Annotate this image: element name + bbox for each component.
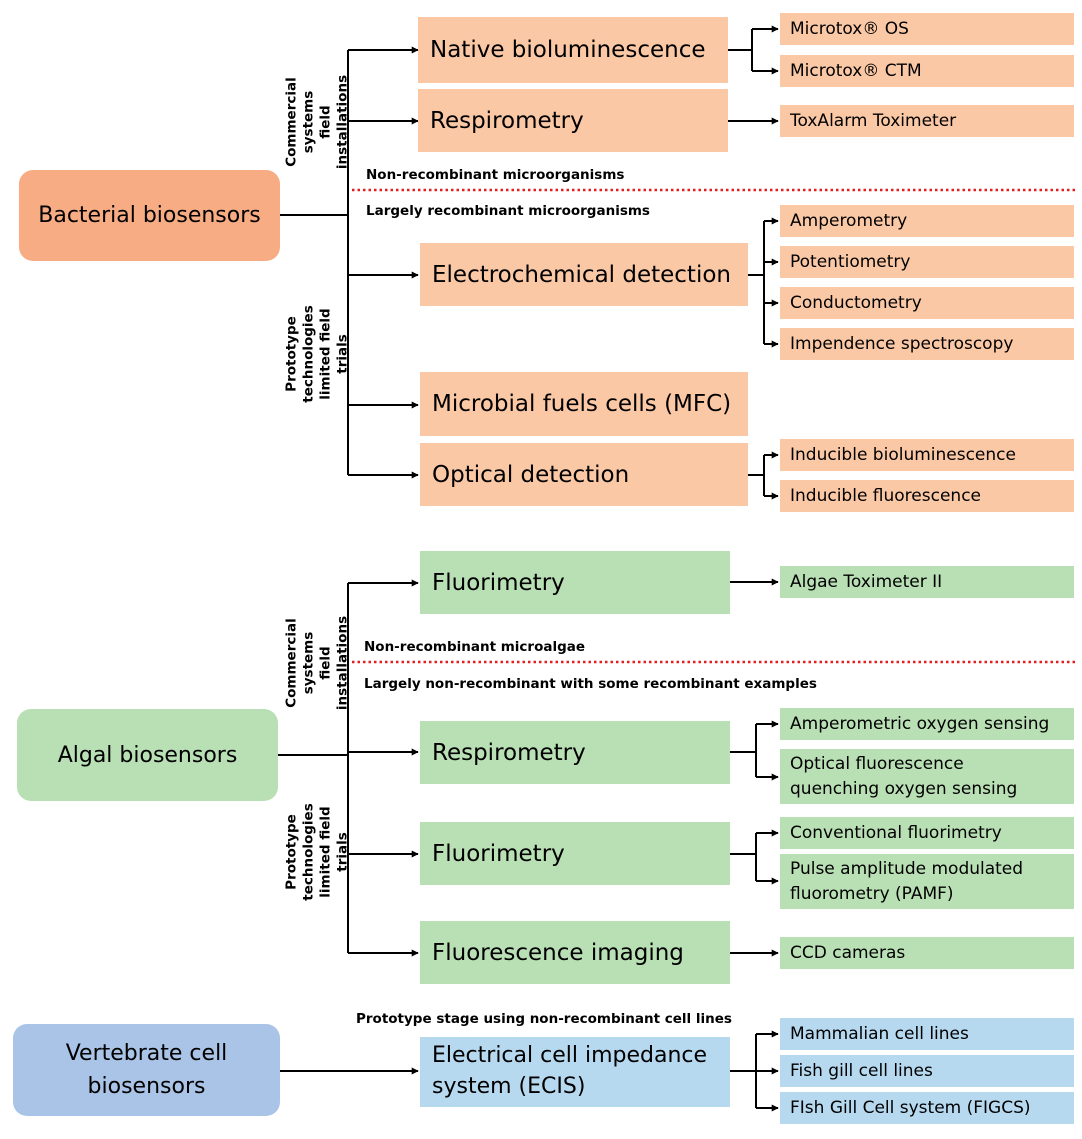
example-amperometry: Amperometry: [780, 205, 1074, 237]
example-microtox-os: Microtox® OS: [780, 13, 1074, 45]
algal-divider-above-note: Non-recombinant microalgae: [364, 639, 586, 655]
example-toxalarm-toximeter: ToxAlarm Toximeter: [780, 105, 1074, 137]
vertebrate-biosensors-label: Vertebrate cell biosensors: [65, 1041, 228, 1099]
example-ccd-cameras: CCD cameras: [780, 937, 1074, 969]
example-microtox-ctm: Microtox® CTM: [780, 55, 1074, 87]
bacterial-divider-above-note: Non-recombinant microorganisms: [366, 167, 625, 183]
algal-biosensors-label: Algal biosensors: [57, 742, 238, 768]
method-algal-respirometry: Respirometry: [420, 721, 730, 784]
method-optical-detection: Optical detection: [420, 443, 748, 506]
vertebrate-stage-note: Prototype stage using non-recombinant ce…: [356, 1011, 732, 1027]
example-optical-fluorescence-quenching: Optical fluorescence quenching oxygen se…: [780, 749, 1074, 804]
bacterial-biosensors-label: Bacterial biosensors: [38, 203, 261, 228]
algal-divider-below-note: Largely non-recombinant with some recomb…: [364, 676, 817, 692]
method-microbial-fuel-cells: Microbial fuels cells (MFC): [420, 372, 748, 436]
method-respirometry: Respirometry: [418, 89, 728, 152]
method-algal-fluorimetry-commercial: Fluorimetry: [420, 551, 730, 614]
example-inducible-fluorescence: Inducible fluorescence: [780, 480, 1074, 512]
bacterial-divider-below-note: Largely recombinant microorganisms: [366, 203, 650, 219]
method-native-bioluminescence: Native bioluminescence: [418, 17, 728, 83]
example-conductometry: Conductometry: [780, 287, 1074, 319]
example-figcs: FIsh Gill Cell system (FIGCS): [780, 1092, 1074, 1124]
method-electrochemical-detection: Electrochemical detection: [420, 243, 748, 306]
example-potentiometry: Potentiometry: [780, 246, 1074, 278]
algal-biosensors-box: Algal biosensors: [17, 709, 278, 801]
example-inducible-bioluminescence: Inducible bioluminescence: [780, 439, 1074, 471]
vertebrate-biosensors-box: Vertebrate cell biosensors: [13, 1024, 280, 1116]
example-impedance-spectroscopy: Impendence spectroscopy: [780, 328, 1074, 360]
example-fish-gill-cell-lines: Fish gill cell lines: [780, 1055, 1074, 1087]
example-algae-toximeter: Algae Toximeter II: [780, 566, 1074, 598]
example-pamf: Pulse amplitude modulated fluorometry (P…: [780, 854, 1074, 909]
method-ecis: Electrical cell impedance system (ECIS): [420, 1037, 730, 1107]
method-algal-fluorimetry: Fluorimetry: [420, 822, 730, 885]
example-amperometric-oxygen-sensing: Amperometric oxygen sensing: [780, 708, 1074, 740]
example-mammalian-cell-lines: Mammalian cell lines: [780, 1018, 1074, 1050]
example-conventional-fluorimetry: Conventional fluorimetry: [780, 817, 1074, 849]
bacterial-biosensors-box: Bacterial biosensors: [19, 170, 280, 261]
method-fluorescence-imaging: Fluorescence imaging: [420, 921, 730, 984]
